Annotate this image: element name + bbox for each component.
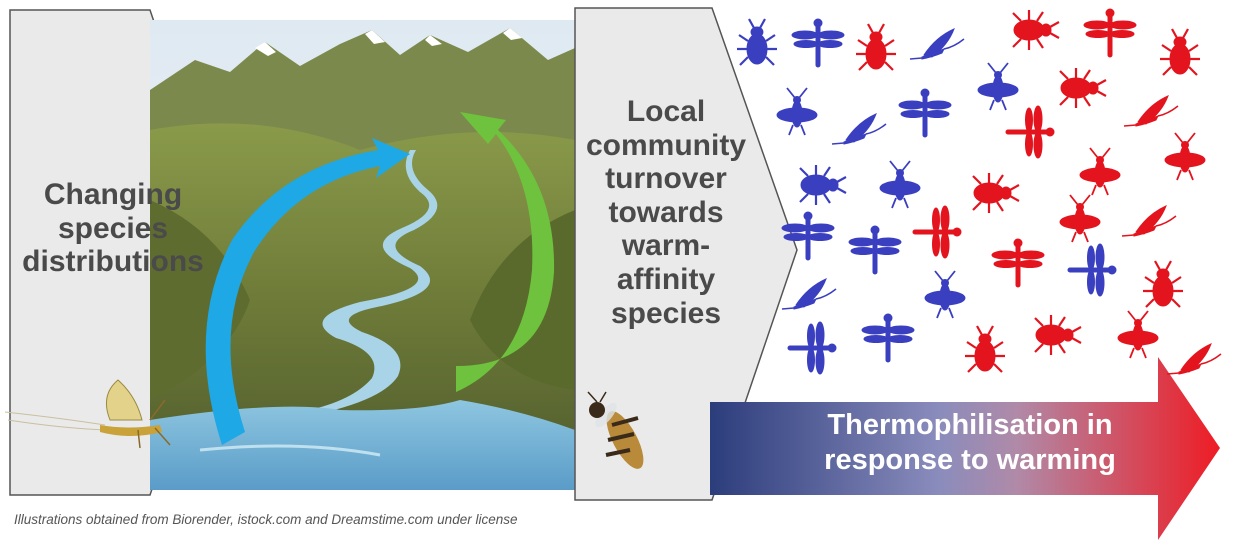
- middle-chevron-panel: [574, 7, 798, 501]
- blue-dragonfly-icon: [787, 321, 837, 375]
- red-beetle-icon: [963, 324, 1007, 374]
- red-dragonfly-icon: [991, 238, 1045, 288]
- blue-curved-arrow: [205, 138, 410, 445]
- middle-label-line: warm-: [621, 229, 711, 263]
- middle-label-line: community: [585, 128, 747, 162]
- blue-mayfly-icon: [781, 278, 837, 310]
- blue-mayfly-icon: [909, 28, 965, 60]
- red-beetle-icon: [854, 22, 898, 72]
- middle-label-line: species: [610, 296, 722, 330]
- blue-stonefly-icon: [879, 160, 921, 209]
- red-stonefly-icon: [1059, 194, 1101, 243]
- blue-beetle-icon: [798, 163, 848, 207]
- red-mayfly-icon: [1123, 95, 1179, 127]
- left-label-line: distributions: [22, 245, 204, 279]
- middle-label-line: Local: [626, 95, 706, 128]
- insect-community: [735, 8, 1222, 375]
- red-beetle-icon: [1033, 313, 1083, 357]
- middle-label-line: turnover: [605, 162, 727, 196]
- red-beetle-icon: [1058, 66, 1108, 110]
- red-beetle-icon: [1141, 259, 1185, 309]
- blue-dragonfly-icon: [1067, 243, 1117, 297]
- arrow-label-line: Thermophilisation in: [827, 409, 1113, 441]
- red-dragonfly-icon: [1083, 8, 1137, 58]
- red-stonefly-icon: [1079, 147, 1121, 196]
- left-label-line: species: [57, 211, 169, 245]
- blue-stonefly-icon: [924, 270, 966, 319]
- blue-beetle-icon: [735, 17, 779, 67]
- mayfly-illustration: [4, 379, 171, 449]
- left-label-line: Changing: [43, 178, 183, 211]
- thermophilisation-label: Thermophilisation in response to warming: [790, 408, 1150, 479]
- illustration-credit: Illustrations obtained from Biorender, i…: [14, 512, 518, 527]
- green-curved-arrow: [456, 112, 555, 392]
- arrow-label-line: response to warming: [824, 444, 1116, 477]
- red-mayfly-icon: [1166, 343, 1222, 375]
- blue-stonefly-icon: [977, 62, 1019, 111]
- red-stonefly-icon: [1117, 310, 1159, 359]
- red-dragonfly-icon: [912, 205, 962, 259]
- blue-mayfly-icon: [831, 113, 887, 145]
- blue-dragonfly-icon: [791, 18, 845, 68]
- red-beetle-icon: [1158, 27, 1202, 77]
- thermophilisation-arrow: [710, 357, 1220, 540]
- middle-label-line: towards: [608, 195, 724, 229]
- red-beetle-icon: [1011, 8, 1061, 52]
- red-mayfly-icon: [1121, 205, 1177, 237]
- bee-illustration: [587, 391, 644, 469]
- blue-stonefly-icon: [776, 87, 818, 136]
- red-stonefly-icon: [1164, 132, 1206, 181]
- changing-species-distributions-label: Changing species distributions: [18, 178, 208, 279]
- valley-landscape-illustration: [150, 20, 575, 490]
- red-dragonfly-icon: [1005, 105, 1055, 159]
- red-beetle-icon: [971, 171, 1021, 215]
- blue-dragonfly-icon: [898, 88, 952, 138]
- blue-dragonfly-icon: [848, 225, 902, 275]
- blue-dragonfly-icon: [861, 313, 915, 363]
- community-turnover-label: Local community turnover towards warm- a…: [580, 95, 752, 330]
- middle-label-line: affinity: [616, 262, 716, 296]
